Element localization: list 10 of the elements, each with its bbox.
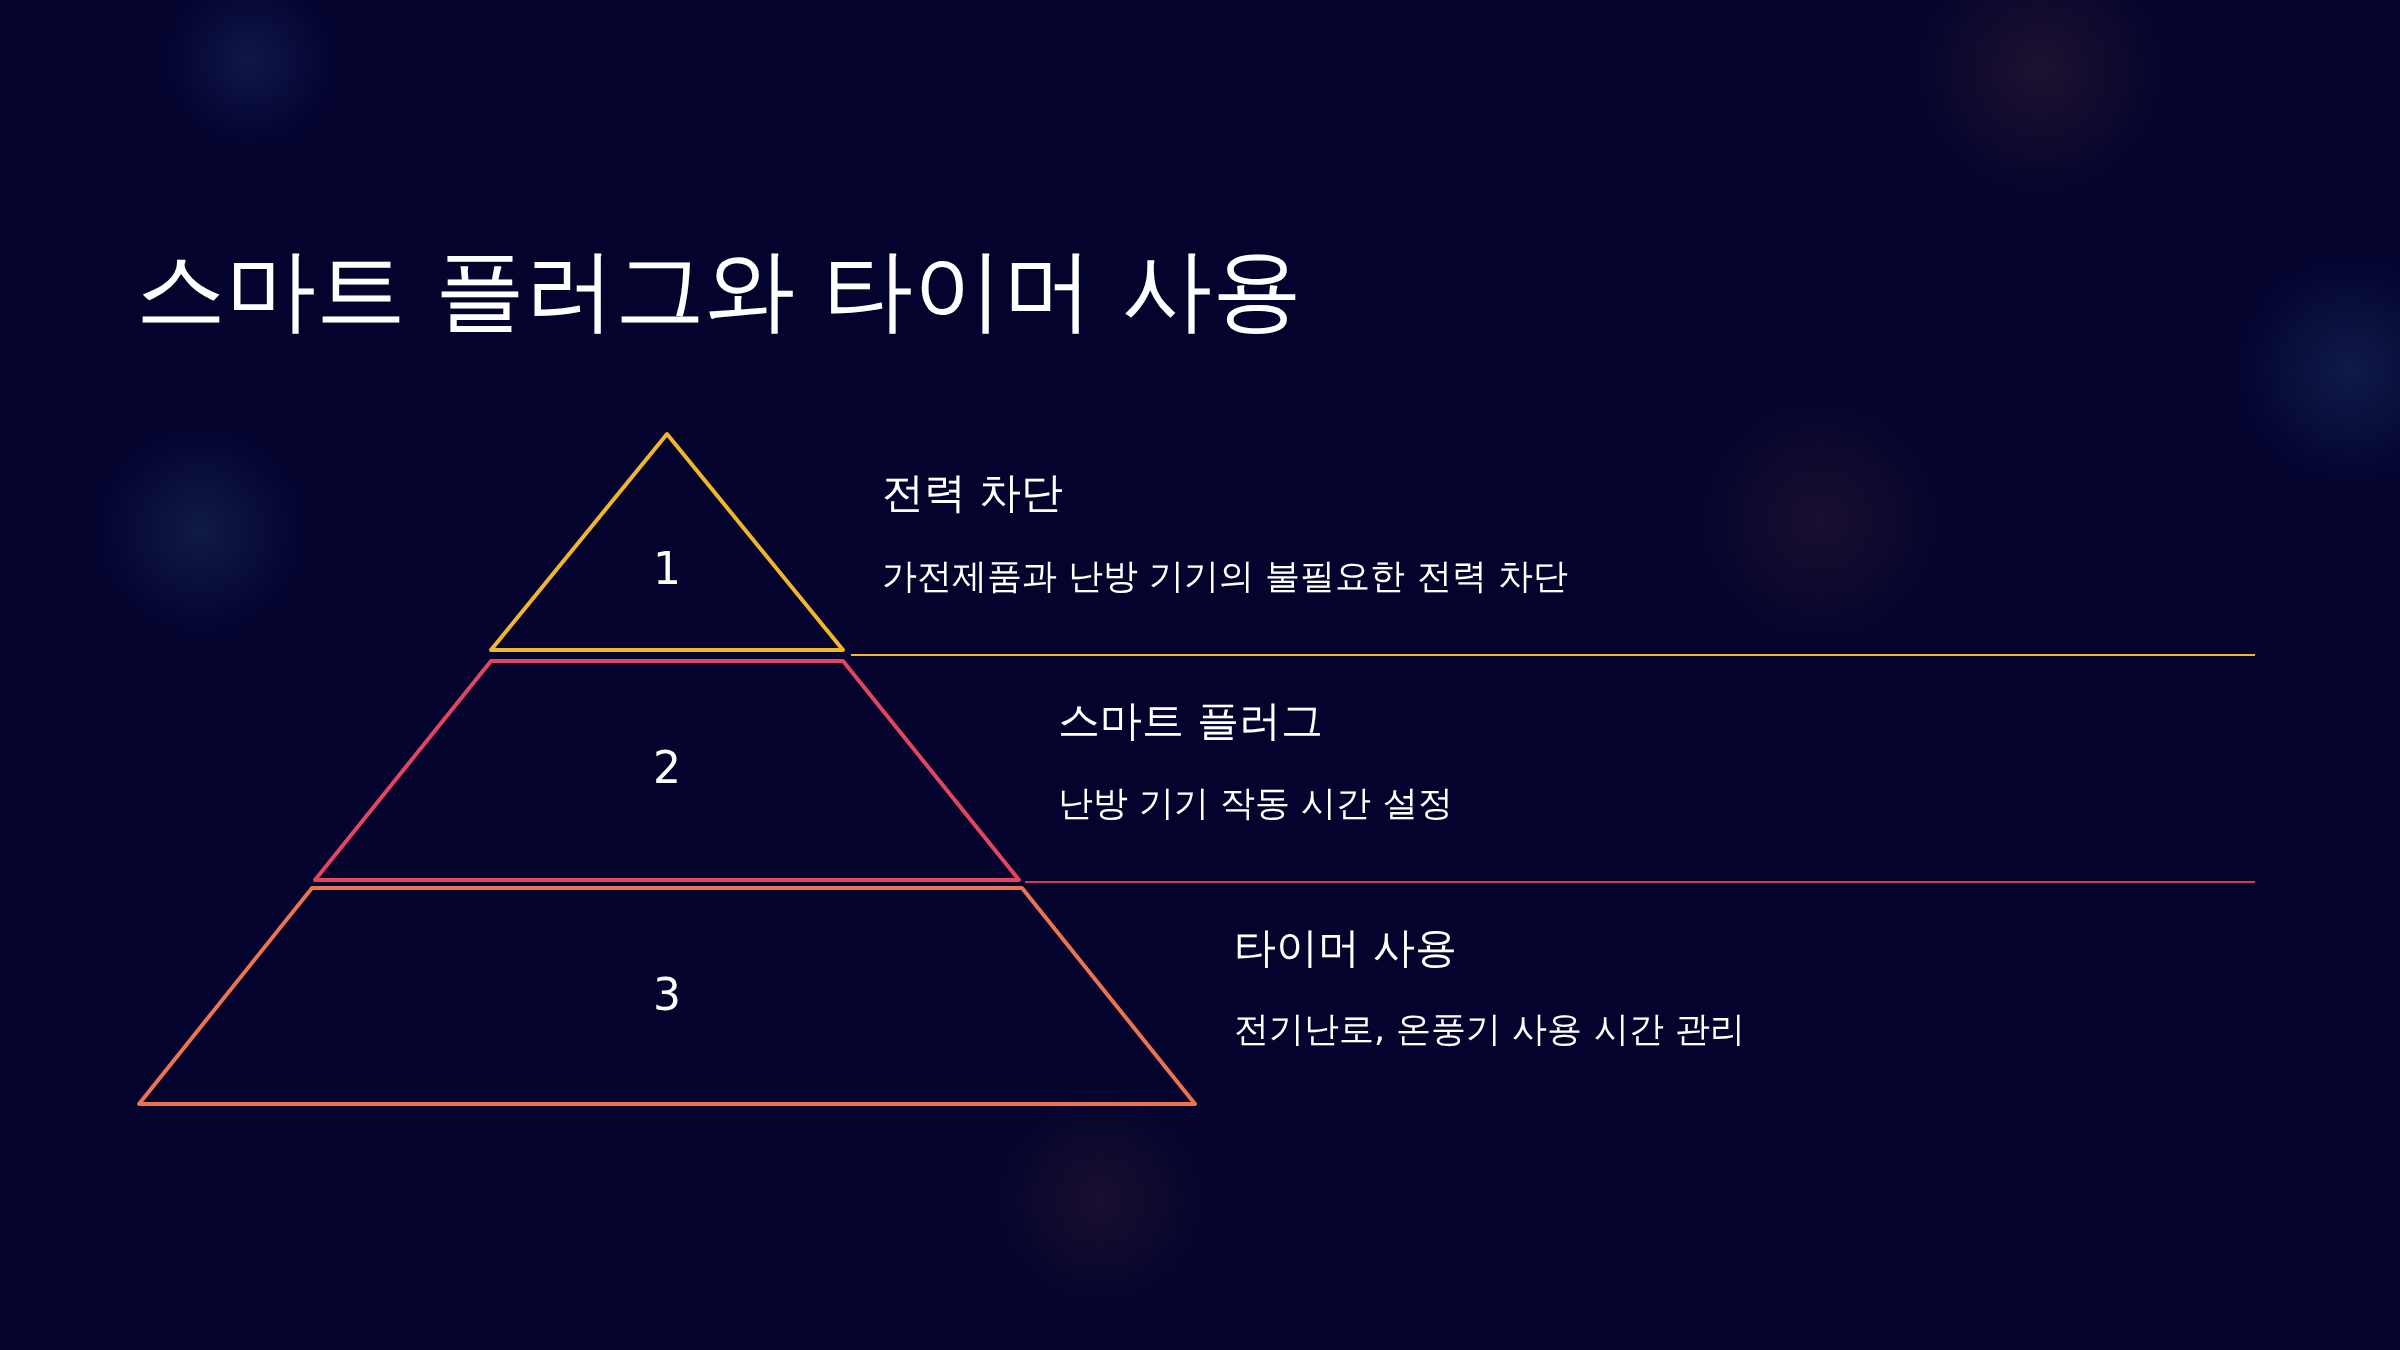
tier-description: 난방 기기 작동 시간 설정: [1058, 782, 1453, 824]
tier-heading: 타이머 사용: [1234, 923, 1458, 974]
tier-number: 3: [653, 973, 681, 1017]
tier-number: 1: [653, 547, 681, 591]
tier-number: 2: [653, 746, 681, 790]
slide-title: 스마트 플러그와 타이머 사용: [136, 236, 1302, 344]
tier-description: 가전제품과 난방 기기의 불필요한 전력 차단: [882, 555, 1568, 597]
tier-heading: 전력 차단: [882, 468, 1064, 519]
tier-heading: 스마트 플러그: [1058, 696, 1324, 747]
tier-description: 전기난로, 온풍기 사용 시간 관리: [1234, 1008, 1745, 1050]
